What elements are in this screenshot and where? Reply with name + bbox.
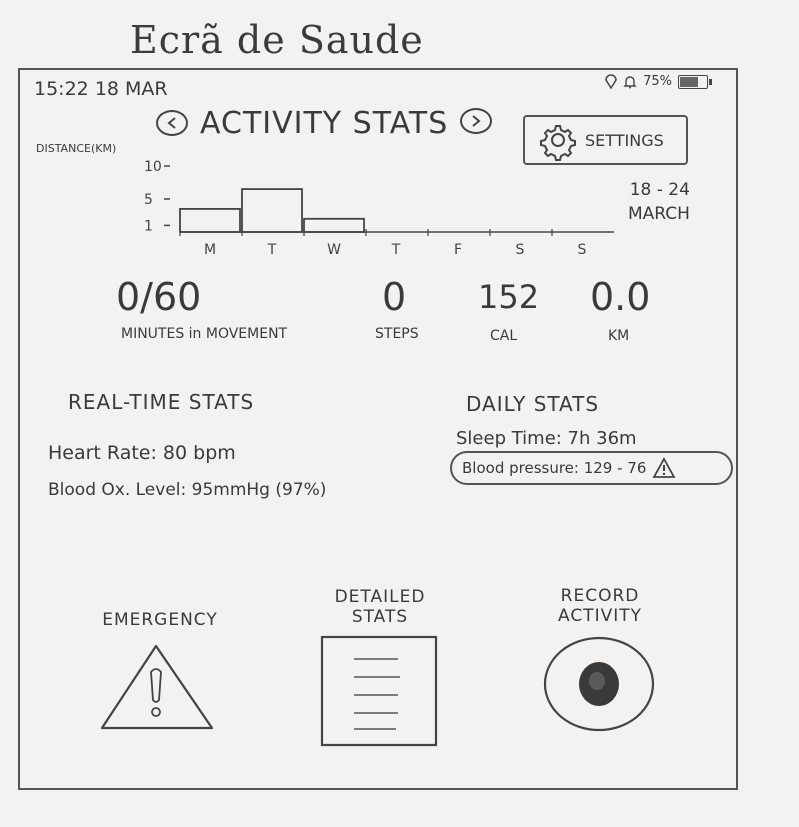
emergency-button[interactable]: EMERGENCY: [90, 610, 230, 740]
blood-pressure-alert[interactable]: Blood pressure: 129 - 76: [450, 451, 733, 485]
chart-y-axis-label: DISTANCE(KM): [36, 142, 117, 155]
warning-icon: [652, 457, 676, 478]
status-date: 18 MAR: [94, 78, 168, 100]
status-time: 15:22: [34, 78, 89, 100]
emergency-label: EMERGENCY: [102, 610, 218, 630]
record-icon: [543, 636, 655, 732]
chart-bar: [303, 217, 365, 233]
chart-x-tick-label: F: [454, 242, 462, 258]
screen-title: ACTIVITY STATS: [200, 106, 449, 141]
gear-icon: [540, 125, 576, 161]
chart-x-tick-label: W: [327, 242, 341, 258]
chart-x-tick-label: M: [204, 242, 216, 258]
status-datetime: 15:22 18 MAR: [34, 78, 168, 100]
record-activity-button[interactable]: RECORD ACTIVITY: [525, 586, 675, 746]
next-week-button[interactable]: [460, 108, 492, 134]
chart-x-tick-label: T: [267, 242, 277, 258]
settings-button[interactable]: SETTINGS: [523, 115, 688, 165]
chart-y-tick-label: 5: [144, 192, 153, 208]
chart-x-tick-label: S: [516, 242, 525, 258]
chart-y-tick-label: 10: [144, 159, 162, 175]
week-range: 18 - 24 MARCH: [628, 178, 690, 226]
heart-rate: Heart Rate: 80 bpm: [48, 442, 236, 464]
notification-bell-icon: [623, 75, 637, 88]
location-icon: [605, 73, 617, 89]
distance-bar-chart: 1 5 10M T W T F S S: [144, 159, 614, 258]
battery-icon: [678, 74, 712, 89]
steps-value: 0: [382, 275, 407, 319]
minutes-label: MINUTES in MOVEMENT: [121, 326, 288, 342]
detailed-stats-label-line2: STATS: [351, 607, 409, 627]
distance-label: KM: [608, 328, 630, 344]
realtime-stats-title: REAL-TIME STATS: [68, 390, 255, 414]
detailed-stats-label-line1: DETAILED: [334, 587, 426, 607]
distance-value: 0.0: [590, 275, 651, 319]
chart-y-tick-label: 1: [144, 218, 153, 234]
settings-label: SETTINGS: [585, 130, 664, 150]
warning-triangle-icon: [100, 644, 214, 730]
daily-stats-title: DAILY STATS: [466, 392, 600, 416]
chart-x-tick-label: T: [391, 242, 401, 258]
chevron-left-icon: [167, 117, 176, 129]
chart-bar: [241, 188, 303, 233]
steps-label: STEPS: [375, 326, 419, 342]
record-activity-label-line1: RECORD: [560, 586, 640, 606]
calories-label: CAL: [490, 328, 518, 344]
detailed-stats-button[interactable]: DETAILED STATS: [310, 587, 450, 767]
device-screen: 15:22 18 MAR 75% ACTIVITY STATS SETTINGS…: [18, 68, 738, 790]
chart-bar: [179, 208, 241, 233]
blood-oxygen-level: Blood Ox. Level: 95mmHg (97%): [48, 480, 327, 500]
calories-value: 152: [478, 278, 540, 316]
battery-percent: 75%: [643, 74, 672, 89]
week-range-days: 18 - 24: [629, 180, 690, 200]
chevron-right-icon: [472, 115, 481, 127]
app-title: Ecrã de Saude: [130, 18, 424, 62]
previous-week-button[interactable]: [156, 110, 188, 136]
status-icons: 75%: [605, 73, 712, 89]
blood-pressure-value: Blood pressure: 129 - 76: [462, 459, 647, 477]
document-icon: [320, 635, 438, 747]
sleep-time: Sleep Time: 7h 36m: [456, 428, 637, 449]
minutes-value: 0/60: [116, 275, 202, 319]
chart-x-tick-label: S: [578, 242, 587, 258]
week-range-month: MARCH: [628, 204, 690, 224]
record-activity-label-line2: ACTIVITY: [557, 606, 642, 626]
